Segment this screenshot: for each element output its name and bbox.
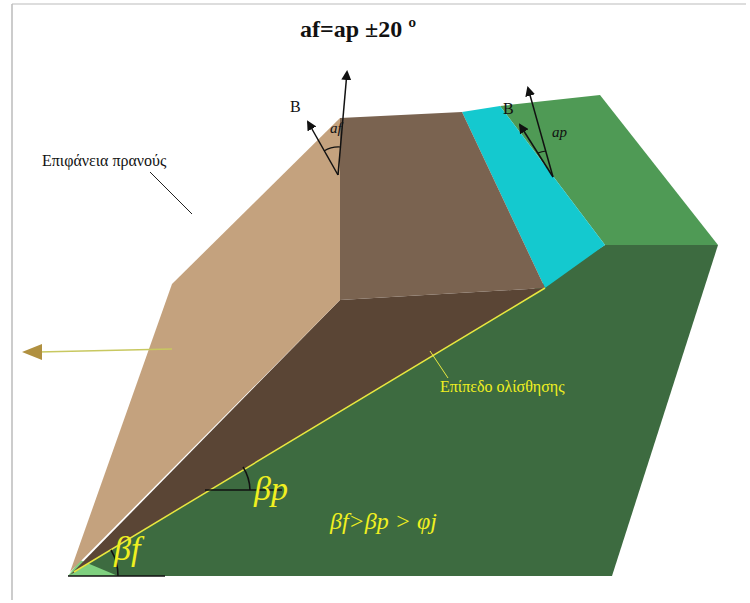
slope-surface-label: Επιφάνεια πρανούς (42, 152, 166, 170)
angle-label: af (330, 120, 342, 137)
angle-condition: af=ap ±20 º (300, 16, 416, 42)
vector-label: B (290, 98, 301, 116)
angle-label: βf (114, 530, 140, 567)
angle-label: ap (552, 124, 567, 141)
angle-label: βp (254, 470, 288, 507)
sliding-plane-label: Επίπεδο ολίσθησης (440, 378, 565, 396)
condition-label: βf>βp > φj (330, 508, 437, 534)
vector-label: B (503, 100, 514, 118)
